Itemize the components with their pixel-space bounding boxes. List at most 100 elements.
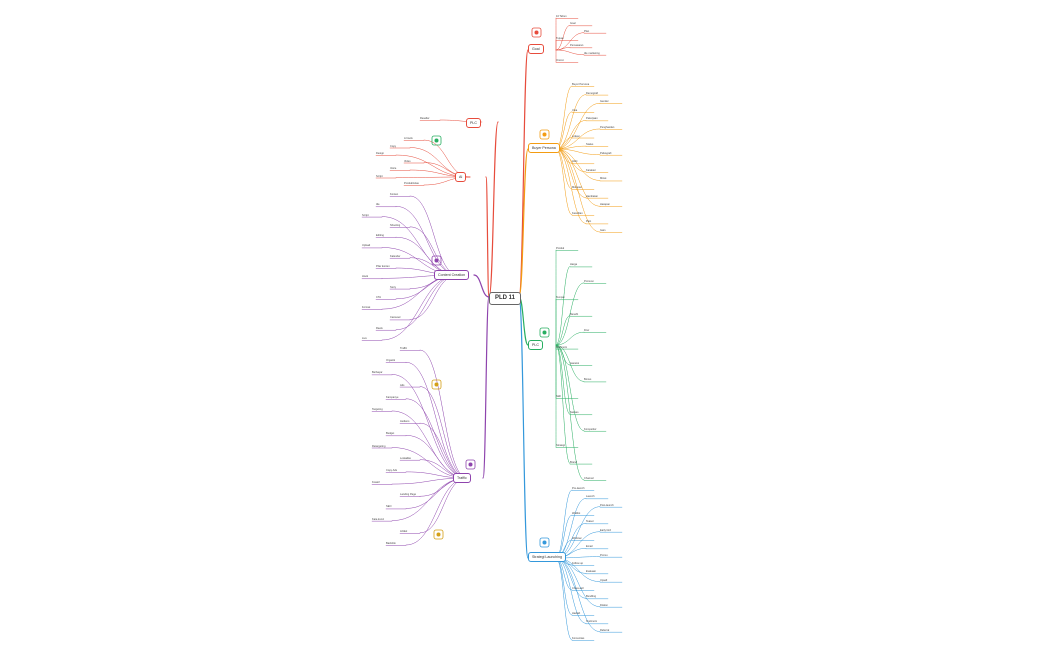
branch-traffic[interactable]: Traffic — [453, 473, 471, 483]
leaf-content-4[interactable]: Editing — [376, 234, 384, 238]
branch-plc-product[interactable]: PLC — [528, 340, 543, 350]
leaf-launch-2[interactable]: Post-launch — [600, 503, 614, 507]
leaf-traffic-13[interactable]: SEO — [386, 505, 392, 509]
leaf-buyer-2[interactable]: Gender — [600, 100, 609, 104]
leaf-content-9[interactable]: Story — [390, 285, 397, 289]
leaf-launch-16[interactable]: Testimoni — [586, 620, 597, 624]
leaf-launch-14[interactable]: Diskon — [600, 603, 608, 607]
leaf-traffic-10[interactable]: Copy Ads — [386, 468, 398, 472]
leaf-launch-5[interactable]: Early bird — [600, 528, 611, 532]
leaf-goal-3[interactable]: Tujuan — [556, 37, 564, 40]
leaf-ai-6[interactable]: Produktivitas — [404, 182, 419, 185]
leaf-launch-13[interactable]: Bundling — [586, 595, 597, 599]
branch-plc-left[interactable]: PLC — [466, 118, 481, 128]
leaf-product-11[interactable]: Kompetitor — [584, 427, 597, 431]
leaf-content-12[interactable]: Carousel — [390, 316, 401, 320]
leaf-content-11[interactable]: Format — [362, 306, 371, 310]
leaf-traffic-11[interactable]: Kreatif — [372, 481, 380, 485]
leaf-product-3[interactable]: Tempat — [556, 296, 565, 300]
leaf-plc-0[interactable]: Reseller — [420, 117, 430, 120]
leaf-product-0[interactable]: Produk — [556, 247, 565, 250]
branch-ai[interactable]: AI — [455, 172, 467, 182]
leaf-product-6[interactable]: Testimoni — [556, 345, 567, 349]
leaf-goal-0[interactable]: 10 Tahun — [556, 15, 567, 18]
leaf-content-5[interactable]: Upload — [362, 244, 371, 248]
leaf-traffic-8[interactable]: Retargeting — [372, 444, 386, 448]
leaf-goal-4[interactable]: Pemasaran — [570, 44, 584, 48]
branch-buyer-persona[interactable]: Buyer Persona — [528, 143, 560, 153]
leaf-content-0[interactable]: Konten — [390, 193, 399, 196]
leaf-traffic-6[interactable]: Audiens — [400, 420, 410, 424]
leaf-product-4[interactable]: Benefit — [570, 312, 579, 316]
branch-content-creation[interactable]: Content Creation — [434, 270, 470, 280]
leaf-launch-6[interactable]: Webinar — [572, 537, 582, 540]
leaf-buyer-7[interactable]: Status — [586, 143, 594, 147]
leaf-product-9[interactable]: Skill — [556, 394, 561, 398]
leaf-ai-4[interactable]: Voice — [390, 167, 397, 170]
leaf-launch-3[interactable]: Waitlist — [572, 512, 581, 515]
leaf-buyer-17[interactable]: Gain — [600, 229, 606, 232]
leaf-traffic-14[interactable]: Kata kunci — [372, 517, 385, 521]
leaf-launch-9[interactable]: Follow up — [572, 562, 584, 565]
leaf-buyer-6[interactable]: Lokasi — [572, 134, 580, 138]
leaf-launch-1[interactable]: Launch — [586, 495, 595, 499]
leaf-traffic-9[interactable]: Lookalike — [400, 456, 411, 460]
leaf-traffic-7[interactable]: Budget — [386, 432, 395, 436]
leaf-product-13[interactable]: Brand — [570, 460, 577, 464]
leaf-launch-8[interactable]: Promo — [600, 553, 608, 557]
leaf-traffic-1[interactable]: Organik — [386, 359, 396, 363]
leaf-traffic-3[interactable]: Ads — [400, 383, 405, 387]
leaf-product-10[interactable]: Sukses — [570, 411, 579, 415]
leaf-goal-6[interactable]: Omzet — [556, 59, 564, 62]
leaf-buyer-9[interactable]: Hobi — [572, 160, 578, 164]
leaf-content-8[interactable]: Hook — [362, 275, 369, 279]
leaf-content-14[interactable]: Live — [362, 337, 367, 340]
leaf-buyer-4[interactable]: Pekerjaan — [586, 117, 598, 121]
leaf-launch-17[interactable]: Referral — [600, 628, 610, 632]
leaf-launch-10[interactable]: Evaluasi — [586, 570, 596, 574]
leaf-product-12[interactable]: Strategi — [556, 444, 565, 448]
leaf-buyer-1[interactable]: Demografi — [586, 91, 598, 95]
leaf-launch-11[interactable]: Upsell — [600, 578, 608, 582]
leaf-traffic-16[interactable]: Backlink — [386, 542, 396, 545]
leaf-buyer-0[interactable]: Buyer Persona — [572, 83, 590, 86]
leaf-buyer-14[interactable]: Harapan — [600, 203, 610, 207]
leaf-buyer-13[interactable]: Hambatan — [586, 194, 598, 198]
leaf-traffic-0[interactable]: Traffic — [400, 347, 408, 350]
leaf-product-14[interactable]: Channel — [584, 477, 594, 480]
leaf-buyer-15[interactable]: Kesulitan — [572, 211, 583, 215]
branch-goal[interactable]: Goal — [528, 44, 544, 54]
leaf-launch-7[interactable]: Email — [586, 545, 593, 549]
leaf-traffic-15[interactable]: Artikel — [400, 529, 408, 533]
leaf-buyer-16[interactable]: Pain — [586, 220, 592, 224]
leaf-content-2[interactable]: Script — [362, 213, 369, 217]
leaf-content-7[interactable]: Pilar konten — [376, 265, 390, 268]
leaf-content-13[interactable]: Reels — [376, 326, 383, 330]
leaf-content-3[interactable]: Shooting — [390, 223, 401, 227]
leaf-goal-2[interactable]: Plan — [584, 29, 590, 33]
leaf-traffic-12[interactable]: Landing Page — [400, 493, 417, 497]
leaf-ai-2[interactable]: Design — [376, 152, 385, 155]
leaf-launch-4[interactable]: Teaser — [586, 520, 594, 524]
leaf-buyer-11[interactable]: Minat — [600, 177, 607, 181]
leaf-content-1[interactable]: Ide — [376, 203, 380, 207]
leaf-traffic-5[interactable]: Targeting — [372, 407, 383, 411]
leaf-launch-12[interactable]: Cross-sell — [572, 587, 584, 590]
leaf-ai-5[interactable]: Script — [376, 174, 383, 178]
leaf-launch-0[interactable]: Pre-launch — [572, 487, 585, 490]
branch-strategi-launching[interactable]: Strategi Launching — [528, 552, 566, 562]
leaf-ai-1[interactable]: Copy — [390, 144, 397, 148]
leaf-product-2[interactable]: Promosi — [584, 279, 594, 283]
leaf-product-1[interactable]: Harga — [570, 263, 578, 267]
leaf-product-8[interactable]: Bonus — [584, 378, 592, 382]
leaf-traffic-4[interactable]: Kampanye — [386, 395, 399, 399]
leaf-buyer-8[interactable]: Psikografi — [600, 151, 612, 155]
leaf-goal-5[interactable]: Ide marketing — [584, 51, 600, 55]
root-node[interactable]: PLD 11 — [489, 292, 521, 305]
leaf-ai-3[interactable]: Video — [404, 159, 411, 163]
leaf-goal-1[interactable]: Goal — [570, 22, 576, 26]
leaf-content-6[interactable]: Kalender — [390, 254, 401, 258]
leaf-ai-0[interactable]: AI tools — [404, 137, 413, 140]
leaf-product-7[interactable]: Garansi — [570, 362, 580, 365]
leaf-launch-15[interactable]: Hadiah — [572, 612, 581, 615]
